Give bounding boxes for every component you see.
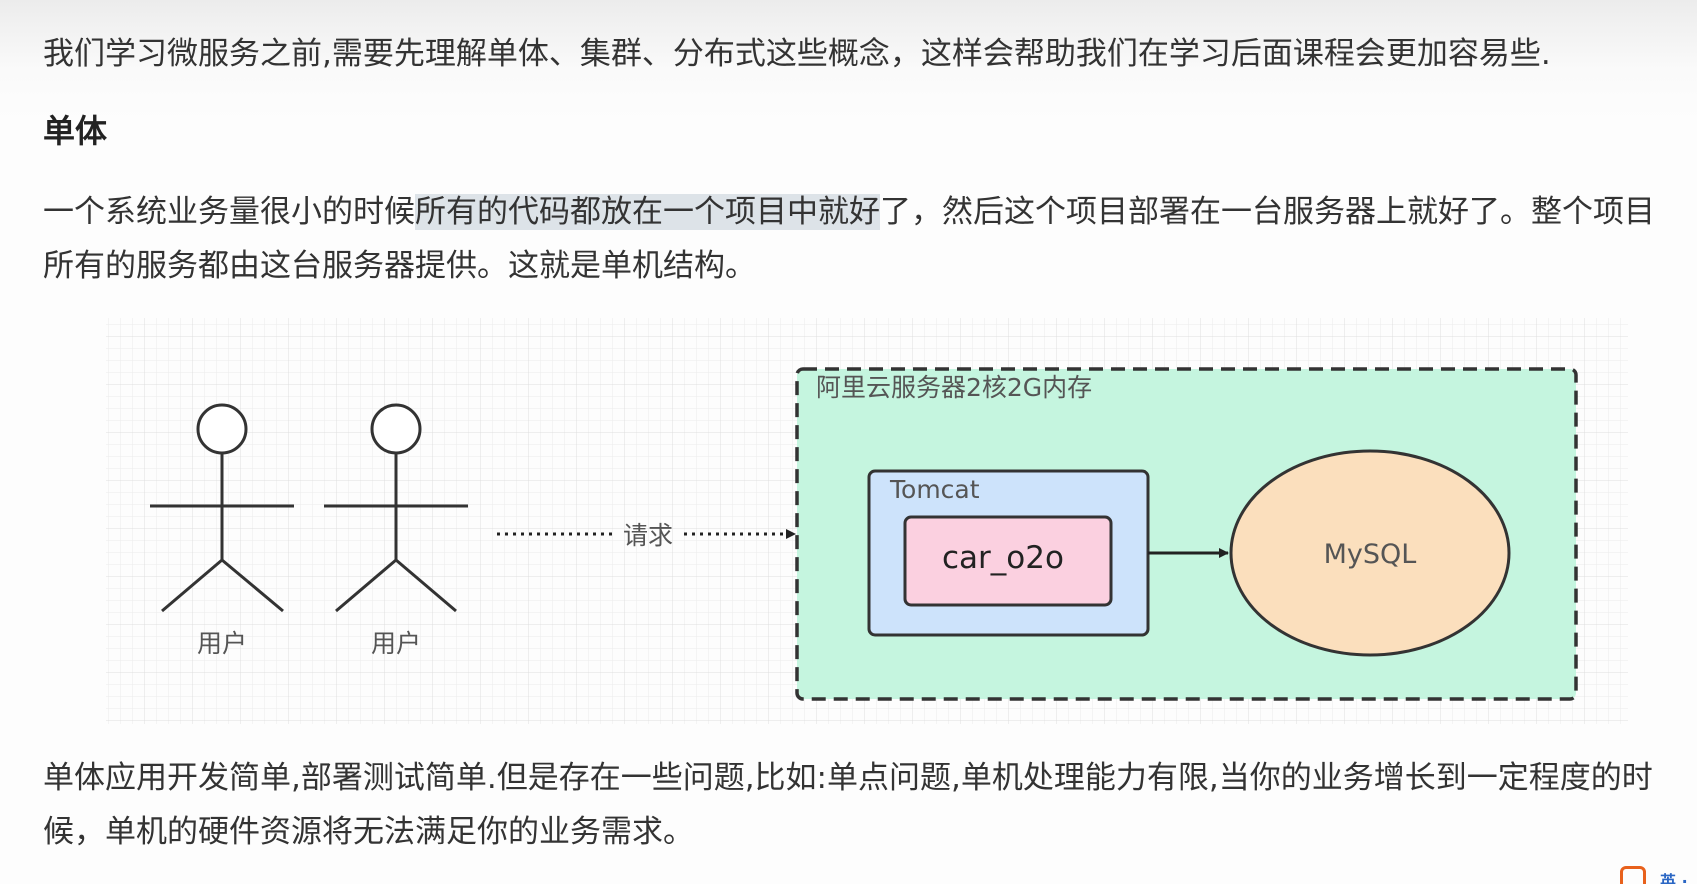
description-paragraph: 一个系统业务量很小的时候所有的代码都放在一个项目中就好了，然后这个项目部署在一台… [43,185,1683,293]
intro-paragraph: 我们学习微服务之前,需要先理解单体、集群、分布式这些概念，这样会帮助我们在学习后… [43,36,1551,72]
mysql-label: MySQL [1324,539,1417,570]
server-title: 阿里云服务器2核2G内存 [816,373,1092,402]
paragraph-text-start: 一个系统业务量很小的时候 [43,194,415,230]
user-actor-icon [324,403,468,613]
request-label: 请求 [623,521,673,550]
input-mode-label: 英 · [1660,872,1688,884]
app-label: car_o2o [942,540,1064,576]
user-actor-icon [150,403,294,613]
app-box [903,515,1113,607]
section-heading: 单体 [43,112,108,150]
sogou-icon [1620,866,1646,884]
mysql-database [1229,449,1511,657]
user-label: 用户 [371,629,421,658]
user-label: 用户 [197,629,247,658]
selected-text-highlight[interactable]: 所有的代码都放在一个项目中就好 [415,194,880,230]
paragraph-text-end: 了，然后这个项目部署在一台服务器上就好了。整个项目所有的服务都由这台服务器提供。… [43,194,1655,284]
conclusion-paragraph: 单体应用开发简单,部署测试简单.但是存在一些问题,比如:单点问题,单机处理能力有… [43,760,1653,850]
input-method-logo[interactable]: 英 · [1620,866,1697,884]
tomcat-label: Tomcat [889,475,980,504]
